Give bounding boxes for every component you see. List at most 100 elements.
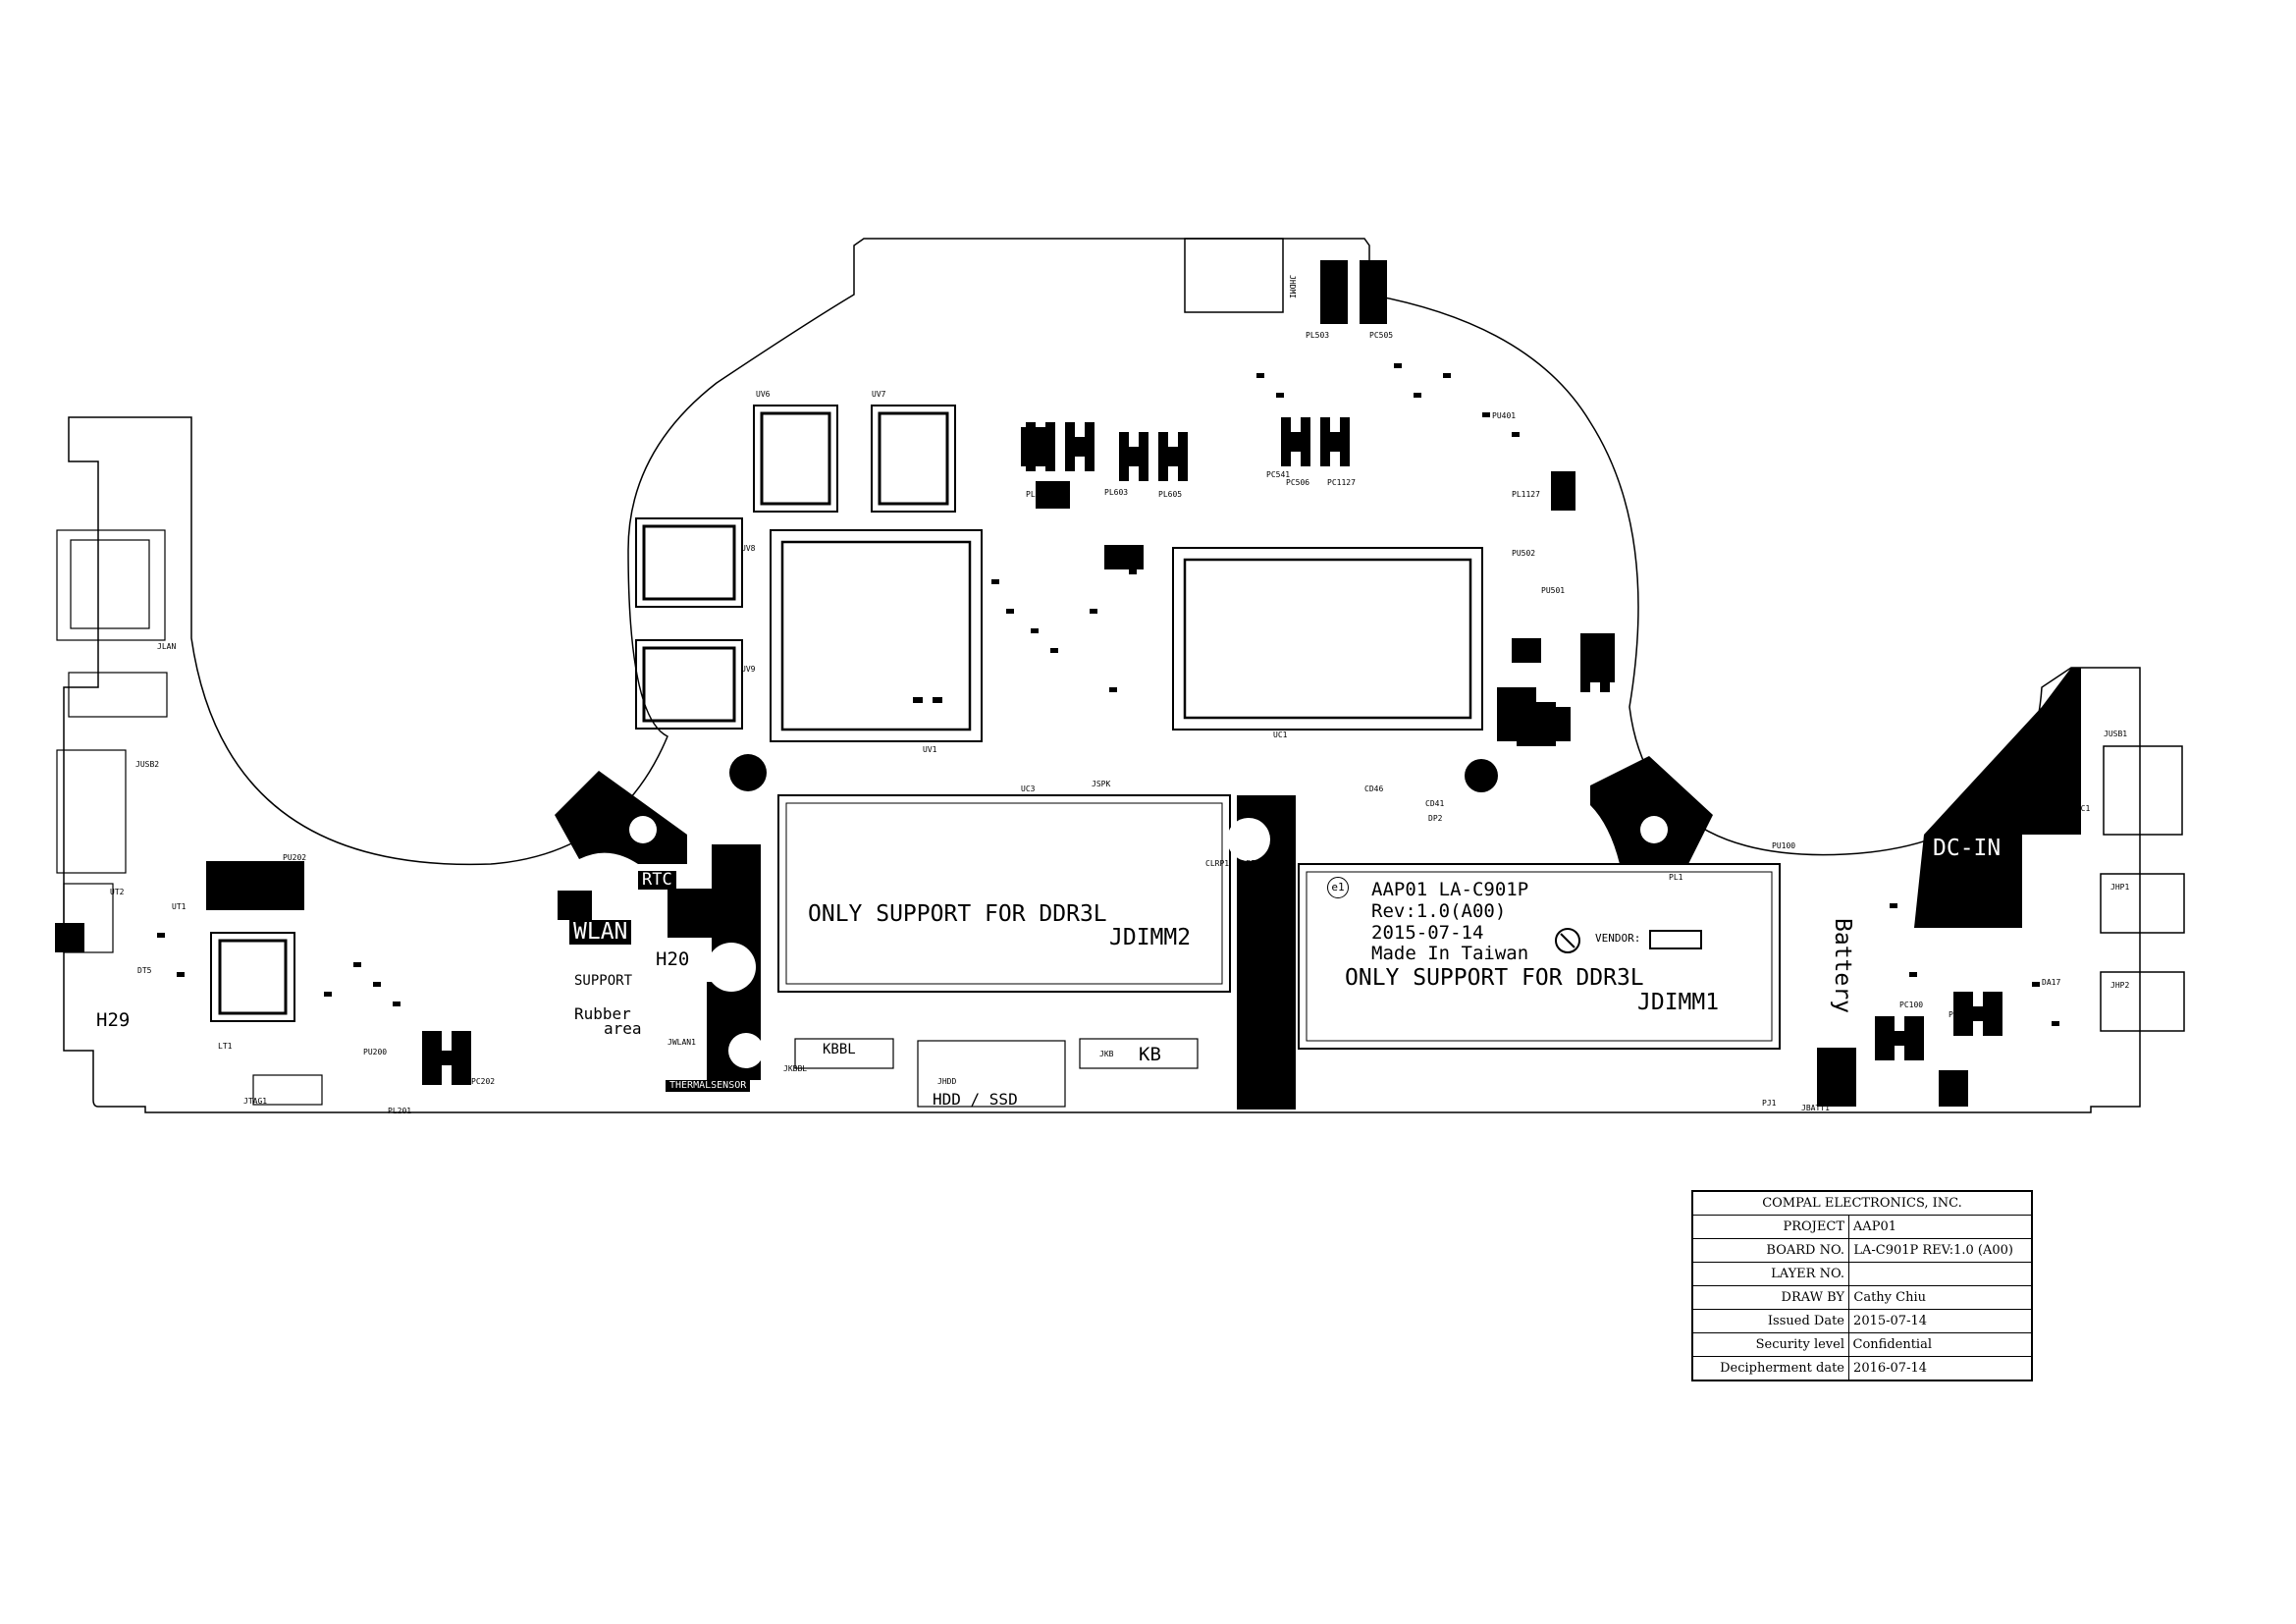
uv8-chip: [635, 639, 743, 730]
jdimm2-slot: [777, 794, 1231, 993]
jkbbl-label: JKBBL: [783, 1064, 808, 1073]
refdes-label: JSPK: [1092, 780, 1111, 788]
refdes-label: PL1: [1669, 873, 1683, 882]
cpu-label: UC1: [1273, 731, 1288, 739]
refdes-label: PL201: [388, 1107, 412, 1115]
title-key: Decipherment date: [1720, 1361, 1844, 1376]
cpu-uc1-chip: [1172, 547, 1483, 731]
refdes-label: PC1127: [1327, 478, 1356, 487]
jtag-label: JTAG1: [243, 1097, 268, 1106]
refdes-label: PC506: [1286, 478, 1310, 487]
title-row-decipher: 2016-07-14 Decipherment date: [1693, 1356, 2031, 1380]
jhdmi-connector: [1184, 238, 1284, 313]
jtag-connector: [252, 1074, 323, 1106]
refdes-label: DP2: [1428, 814, 1443, 823]
silk-vendor: VENDOR:: [1595, 932, 1641, 945]
refdes-label: PU401: [1492, 411, 1517, 420]
kb-label: KB: [1139, 1044, 1161, 1065]
title-row-board: LA-C901P REV:1.0 (A00) BOARD NO.: [1693, 1238, 2031, 1262]
jlan-label: JLAN: [157, 642, 177, 651]
jusb1-connector: [2103, 745, 2183, 836]
refdes-label: PU200: [363, 1048, 388, 1056]
title-row-layer: LAYER NO.: [1693, 1262, 2031, 1285]
jbatt-label: JBATT1: [1801, 1104, 1830, 1112]
vendor-box: [1649, 930, 1702, 949]
jdimm1-slot: [1298, 863, 1781, 1050]
dimm1-note-label: ONLY SUPPORT FOR DDR3L: [1345, 965, 1644, 991]
refdes-label: PL601: [1026, 490, 1050, 499]
refdes-label: PU502: [1512, 549, 1536, 558]
jwlan-label: JWLAN1: [667, 1038, 696, 1047]
refdes-label: UV9: [741, 665, 756, 674]
jhp1-connector: [2100, 971, 2185, 1032]
refdes-label: UT2: [110, 888, 125, 896]
thermal-sensor-label: THERMALSENSOR: [666, 1080, 751, 1092]
title-value: 2016-07-14: [1848, 1357, 2031, 1380]
rtc-label: RTC: [638, 871, 676, 890]
refdes-label: PL503: [1306, 331, 1330, 340]
title-block: COMPAL ELECTRONICS, INC. AAP01 PROJECT L…: [1691, 1190, 2033, 1381]
uv6-chip: [753, 405, 838, 513]
refdes-label: PC202: [471, 1077, 496, 1086]
support-label: SUPPORT: [574, 973, 633, 989]
title-value: Confidential: [1848, 1333, 2031, 1356]
rubber-label: Rubber: [574, 1004, 631, 1023]
dc-in-region: [1914, 668, 2081, 928]
jdc-label: JDC1: [2071, 804, 2091, 813]
jkb-label: JKB: [1099, 1050, 1114, 1058]
jlan-connector: [56, 529, 166, 641]
refdes-label: UC3: [1021, 785, 1036, 793]
title-row-issued: 2015-07-14 Issued Date: [1693, 1309, 2031, 1332]
silk-revision: Rev:1.0(A00): [1371, 900, 1507, 922]
refdes-label: CLRP2: [1237, 859, 1261, 868]
jusb2-label: JUSB2: [135, 760, 160, 769]
hdd-ssd-label: HDD / SSD: [933, 1090, 1018, 1109]
refdes-label: DA17: [2042, 978, 2061, 987]
jhdd-label: JHDD: [937, 1077, 957, 1086]
refdes-label: DA15: [2002, 920, 2022, 929]
refdes-label: PU202: [283, 853, 307, 862]
left-heatsink-mount: [555, 771, 687, 864]
uv9-chip: [635, 517, 743, 608]
refdes-label: PL603: [1104, 488, 1129, 497]
title-value: 2015-07-14: [1848, 1310, 2031, 1332]
jhdmi-label: JHDMI: [1288, 275, 1297, 299]
title-key: Issued Date: [1767, 1314, 1844, 1328]
jhdd-connector: [917, 1040, 1066, 1108]
refdes-label: PC1: [1993, 917, 2007, 926]
title-value: AAP01: [1848, 1216, 2031, 1238]
title-row-security: Confidential Security level: [1693, 1332, 2031, 1356]
refdes-label: CLRP1: [1205, 859, 1230, 868]
battery-label: Battery: [1830, 918, 1855, 1013]
silk-date: 2015-07-14: [1371, 922, 1484, 944]
right-heatsink-mount: [1590, 756, 1713, 864]
title-value: LA-C901P REV:1.0 (A00): [1848, 1239, 2031, 1262]
jkbbl-connector: [794, 1038, 894, 1069]
silk-project-code: AAP01 LA-C901P: [1371, 879, 1529, 900]
refdes-label: PU501: [1541, 586, 1566, 595]
refdes-label: DT5: [137, 966, 152, 975]
wlan-label: WLAN: [569, 920, 632, 945]
jusb-left-connector: [56, 749, 127, 874]
refdes-label: PL1127: [1512, 490, 1540, 499]
title-key: PROJECT: [1783, 1219, 1844, 1234]
area-label: area: [604, 1019, 642, 1038]
title-key: DRAW BY: [1781, 1290, 1844, 1305]
title-row-drawby: Cathy Chiu DRAW BY: [1693, 1285, 2031, 1309]
h29-label: H29: [96, 1009, 131, 1031]
kbbl-label: KBBL: [823, 1042, 856, 1057]
dimm1-name-label: JDIMM1: [1637, 990, 1720, 1015]
dimm2-name-label: JDIMM2: [1109, 925, 1192, 950]
refdes-label: CD41: [1425, 799, 1445, 808]
refdes-label: PL605: [1158, 490, 1183, 499]
pch-uv1-chip: [770, 529, 983, 742]
title-key: Security level: [1755, 1337, 1844, 1352]
jhp2-connector: [2100, 873, 2185, 934]
refdes-label: UV6: [756, 390, 771, 399]
title-row-project: AAP01 PROJECT: [1693, 1215, 2031, 1238]
refdes-label: PC541: [1266, 470, 1291, 479]
jkb-connector: [1079, 1038, 1199, 1069]
board-outline: [63, 238, 2141, 1113]
title-key: BOARD NO.: [1766, 1243, 1844, 1258]
